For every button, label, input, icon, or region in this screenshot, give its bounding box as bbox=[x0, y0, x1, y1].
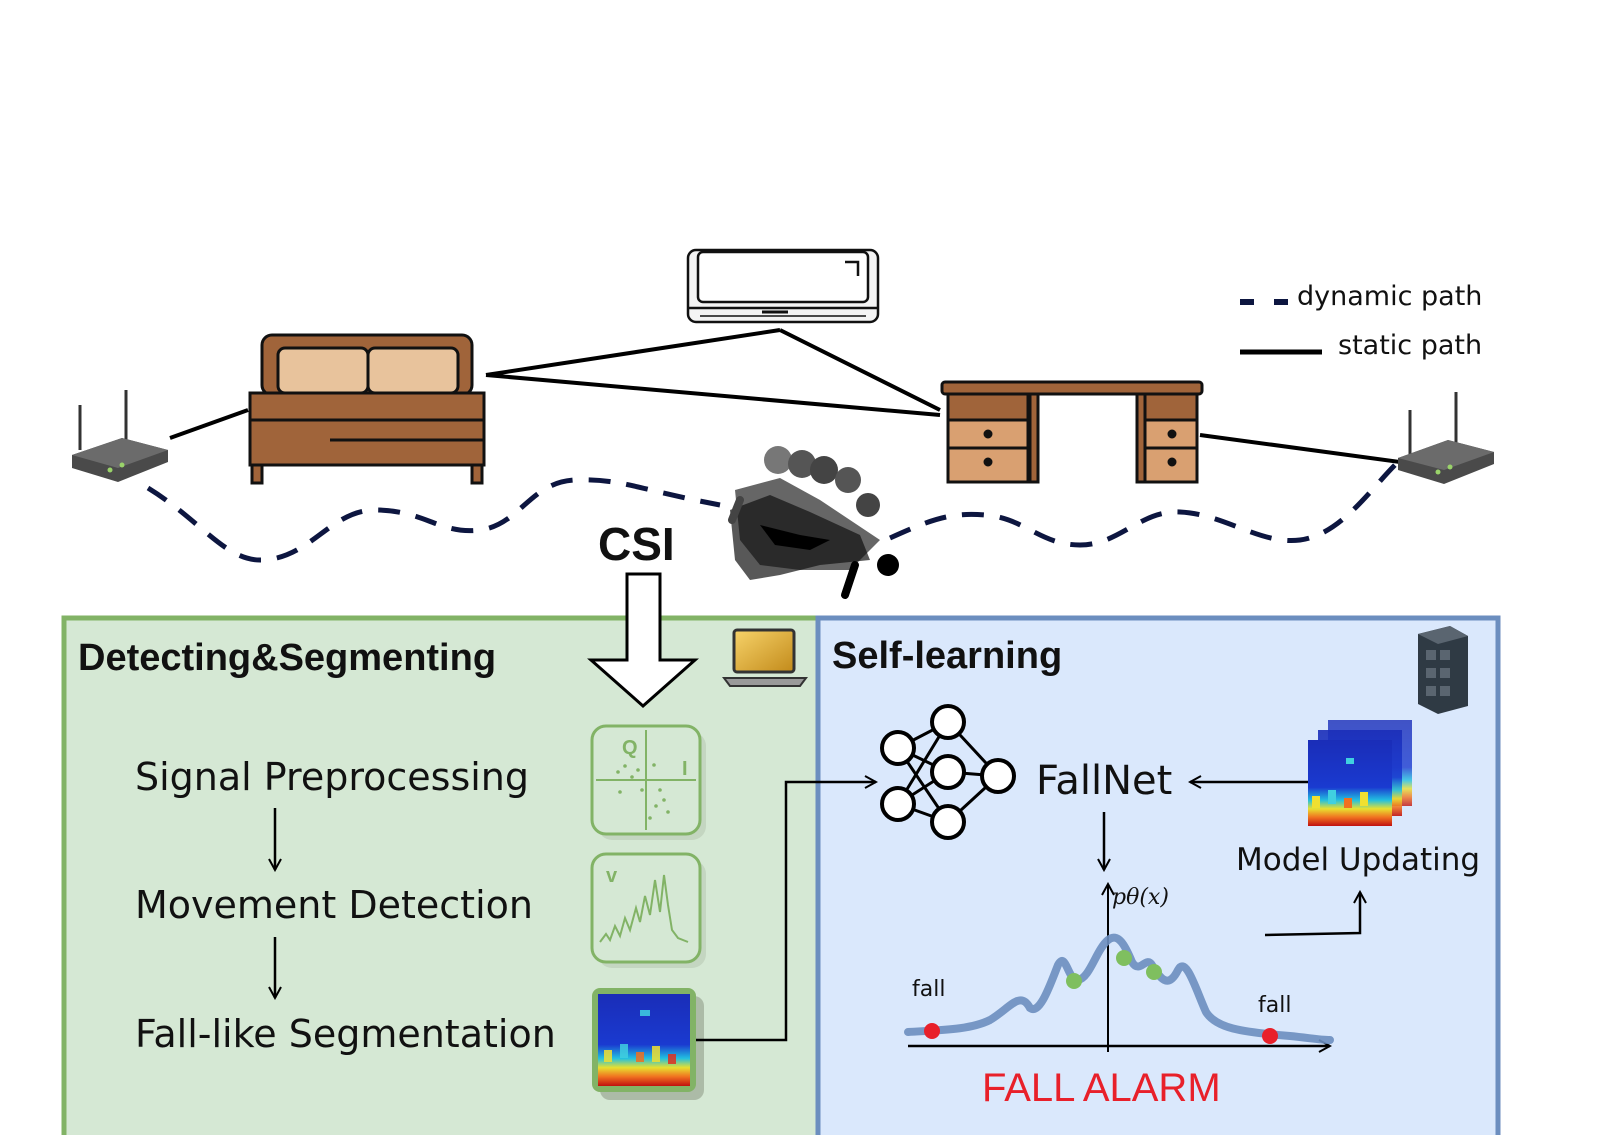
fallnet-label: FallNet bbox=[1036, 758, 1172, 804]
density-axis-label: pθ(x) bbox=[1112, 885, 1169, 910]
fall-alarm-label: FALL ALARM bbox=[982, 1066, 1221, 1110]
laptop-icon bbox=[722, 628, 808, 687]
spectrogram-card bbox=[592, 988, 704, 1100]
step-movement-detection: Movement Detection bbox=[135, 883, 533, 927]
legend-static-label: static path bbox=[1338, 330, 1482, 361]
step-signal-preprocessing: Signal Preprocessing bbox=[135, 755, 529, 799]
fall-point-right bbox=[1262, 1028, 1278, 1044]
csi-down-arrow bbox=[587, 572, 699, 709]
iq-i-label: I bbox=[682, 758, 688, 780]
static-paths bbox=[169, 328, 1401, 464]
fall-label-left: fall bbox=[912, 977, 945, 1002]
segment-to-fallnet-connector bbox=[696, 782, 876, 1042]
step-fall-like-segmentation: Fall-like Segmentation bbox=[135, 1012, 556, 1056]
csi-label: CSI bbox=[598, 518, 675, 570]
normal-point bbox=[1146, 964, 1162, 980]
fall-point-left bbox=[924, 1023, 940, 1039]
desk-icon bbox=[940, 380, 1204, 484]
neural-network-icon bbox=[880, 704, 1016, 840]
density-curve bbox=[904, 933, 1334, 1044]
bed-icon bbox=[248, 333, 486, 485]
left-panel-title: Detecting&Segmenting bbox=[78, 637, 496, 679]
model-updating-label: Model Updating bbox=[1236, 842, 1480, 878]
density-plot bbox=[904, 884, 1334, 1052]
velocity-v-label: v bbox=[606, 865, 618, 887]
density-to-update-arrow bbox=[1264, 892, 1360, 937]
right-panel-title: Self-learning bbox=[832, 635, 1062, 677]
velocity-profile-card: v bbox=[590, 852, 706, 968]
fall-label-right: fall bbox=[1258, 993, 1291, 1018]
router-icon-left bbox=[72, 390, 168, 482]
legend: dynamic path static path bbox=[1240, 281, 1482, 361]
air-conditioner-icon bbox=[686, 248, 880, 324]
normal-point bbox=[1116, 950, 1132, 966]
router-icon-right bbox=[1398, 392, 1494, 484]
normal-point bbox=[1066, 973, 1082, 989]
self-learning-panel bbox=[815, 615, 1501, 1135]
server-icon bbox=[1418, 626, 1468, 714]
falling-person-icon bbox=[728, 446, 899, 599]
dynamic-path bbox=[146, 463, 1397, 563]
legend-dynamic-label: dynamic path bbox=[1297, 281, 1482, 312]
iq-constellation-card: Q I bbox=[590, 724, 706, 840]
iq-q-label: Q bbox=[622, 737, 638, 759]
stacked-spectrograms bbox=[1308, 720, 1412, 826]
